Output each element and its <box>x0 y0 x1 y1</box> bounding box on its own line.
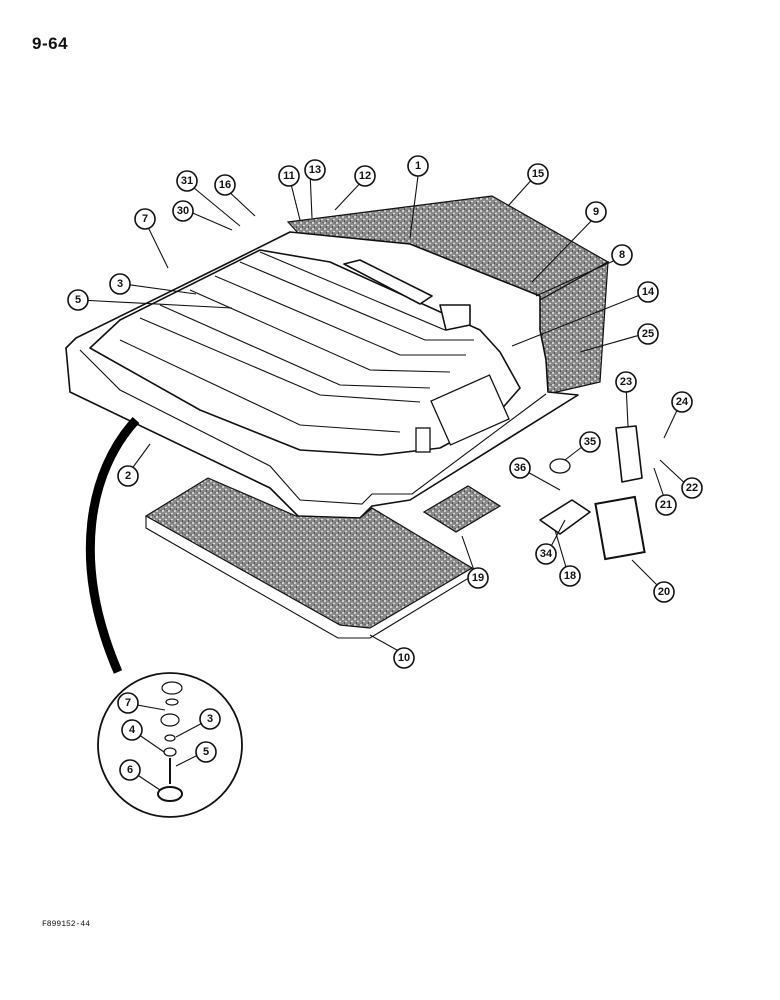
light-strip <box>343 259 433 305</box>
page-number: 9-64 <box>32 34 69 53</box>
detail-callout-7: 7 <box>117 692 139 714</box>
svg-text:5: 5 <box>75 294 81 306</box>
callout-11: 11 <box>278 165 300 187</box>
filter-pad <box>422 485 502 533</box>
svg-text:15: 15 <box>532 168 544 180</box>
callout-2: 2 <box>117 465 139 487</box>
callout-19: 19 <box>467 567 489 589</box>
callout-23: 23 <box>615 371 637 393</box>
callout-22: 22 <box>681 477 703 499</box>
detail-callout-3: 3 <box>199 708 221 730</box>
svg-text:3: 3 <box>207 713 213 725</box>
svg-text:14: 14 <box>642 286 655 298</box>
callout-14: 14 <box>637 281 659 303</box>
callout-34: 34 <box>535 543 557 565</box>
mounting-bracket <box>539 499 591 535</box>
svg-text:31: 31 <box>181 175 193 187</box>
callout-3: 3 <box>109 273 131 295</box>
knob <box>549 458 571 474</box>
callout-1: 1 <box>407 155 429 177</box>
svg-text:19: 19 <box>472 572 484 584</box>
switch-bracket <box>439 304 471 331</box>
callout-8: 8 <box>611 244 633 266</box>
callout-15: 15 <box>527 163 549 185</box>
svg-text:5: 5 <box>203 746 209 758</box>
callout-10: 10 <box>393 647 415 669</box>
svg-text:25: 25 <box>642 328 654 340</box>
callout-25: 25 <box>637 323 659 345</box>
svg-text:20: 20 <box>658 586 670 598</box>
vent-opening <box>430 374 510 446</box>
svg-text:7: 7 <box>142 213 148 225</box>
svg-text:16: 16 <box>219 179 231 191</box>
svg-text:11: 11 <box>283 170 295 182</box>
svg-text:4: 4 <box>129 724 136 736</box>
svg-text:22: 22 <box>686 482 698 494</box>
dome-light <box>415 427 431 453</box>
callout-20: 20 <box>653 581 675 603</box>
mirror <box>594 495 646 561</box>
callout-13: 13 <box>304 159 326 181</box>
callout-24: 24 <box>671 391 693 413</box>
svg-text:1: 1 <box>415 160 421 172</box>
inner-liner-panel <box>89 249 521 456</box>
detail-callout-6: 6 <box>119 759 141 781</box>
callout-21: 21 <box>655 494 677 516</box>
callout-7: 7 <box>134 208 156 230</box>
svg-text:36: 36 <box>514 462 526 474</box>
callout-31: 31 <box>176 170 198 192</box>
callout-35: 35 <box>579 431 601 453</box>
svg-text:13: 13 <box>309 164 321 176</box>
callout-9: 9 <box>585 201 607 223</box>
svg-text:9: 9 <box>593 206 599 218</box>
svg-text:7: 7 <box>125 697 131 709</box>
svg-text:12: 12 <box>359 170 371 182</box>
svg-text:35: 35 <box>584 436 596 448</box>
svg-text:18: 18 <box>564 570 576 582</box>
figure-code: F899152-44 <box>42 920 91 929</box>
callout-16: 16 <box>214 174 236 196</box>
mirror-bracket <box>615 425 643 483</box>
detail-pointer-arc <box>85 416 140 674</box>
svg-text:3: 3 <box>117 278 123 290</box>
svg-text:8: 8 <box>619 249 625 261</box>
svg-text:10: 10 <box>398 652 410 664</box>
callout-5: 5 <box>67 289 89 311</box>
svg-text:2: 2 <box>125 470 131 482</box>
callout-12: 12 <box>354 165 376 187</box>
svg-text:6: 6 <box>127 764 133 776</box>
detail-callout-5: 5 <box>195 741 217 763</box>
svg-text:24: 24 <box>676 396 689 408</box>
lower-headliner-panel <box>144 477 474 629</box>
svg-text:34: 34 <box>540 548 553 560</box>
svg-text:23: 23 <box>620 376 632 388</box>
callout-30: 30 <box>172 200 194 222</box>
svg-text:30: 30 <box>177 205 189 217</box>
callout-36: 36 <box>509 457 531 479</box>
callout-18: 18 <box>559 565 581 587</box>
svg-text:21: 21 <box>660 499 672 511</box>
detail-callout-4: 4 <box>121 719 143 741</box>
